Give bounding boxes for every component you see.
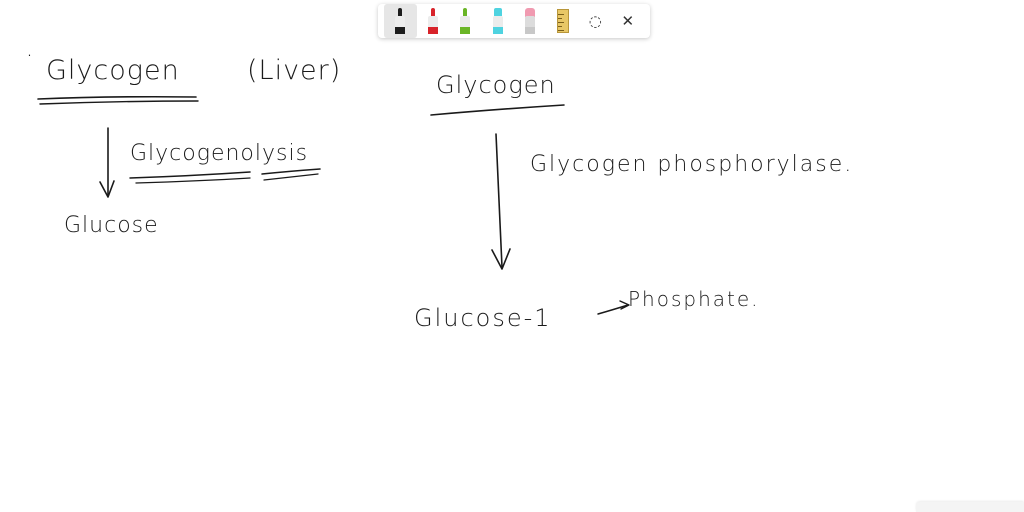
arrow-right-head xyxy=(491,248,511,270)
cyan-highlighter-icon xyxy=(492,8,503,34)
underline-glycogen-left xyxy=(37,95,197,100)
eraser-button[interactable] xyxy=(514,4,547,38)
black-pen-icon xyxy=(395,8,406,34)
right-title-glycogen: Glycogen xyxy=(436,71,556,99)
right-product-glucose-1: Glucose-1 xyxy=(414,304,552,332)
ruler-icon xyxy=(556,9,569,33)
bullet-dot: · xyxy=(26,44,34,69)
underline-glycogenolysis-2 xyxy=(261,168,321,175)
small-arrow-phosphate-head xyxy=(619,300,630,310)
red-pen-icon xyxy=(427,8,438,34)
left-title-glycogen: Glycogen xyxy=(46,55,180,86)
ink-toolbar: ◌ ✕ xyxy=(378,4,650,38)
close-toolbar-button[interactable]: ✕ xyxy=(612,4,645,38)
arrow-left-head xyxy=(99,180,115,198)
ruler-button[interactable] xyxy=(547,4,580,38)
right-product-phosphate: Phosphate. xyxy=(628,287,760,311)
right-enzyme-label: Glycogen phosphorylase. xyxy=(530,152,854,177)
underline-glycogen-right xyxy=(430,104,565,116)
left-liver-label: (Liver) xyxy=(247,55,342,86)
cyan-highlighter-button[interactable] xyxy=(482,4,515,38)
green-pen-button[interactable] xyxy=(449,4,482,38)
left-product-glucose: Glucose xyxy=(64,213,159,238)
lasso-select-button[interactable]: ◌ xyxy=(579,4,612,38)
green-pen-icon xyxy=(460,8,471,34)
lasso-select-icon: ◌ xyxy=(588,12,602,30)
small-arrow-phosphate xyxy=(597,304,629,315)
underline-glycogenolysis-4 xyxy=(263,173,319,181)
underline-glycogenolysis-1 xyxy=(129,171,251,179)
underline-glycogen-left-2 xyxy=(39,100,199,105)
arrow-right-shaft xyxy=(495,133,503,268)
red-pen-button[interactable] xyxy=(417,4,450,38)
black-pen-button[interactable] xyxy=(384,4,417,38)
underline-glycogenolysis-3 xyxy=(135,177,251,184)
close-icon: ✕ xyxy=(621,12,635,30)
eraser-icon xyxy=(525,8,536,34)
corner-panel-tab[interactable] xyxy=(916,502,1024,512)
left-process-glycogenolysis: Glycogenolysis xyxy=(130,141,309,166)
